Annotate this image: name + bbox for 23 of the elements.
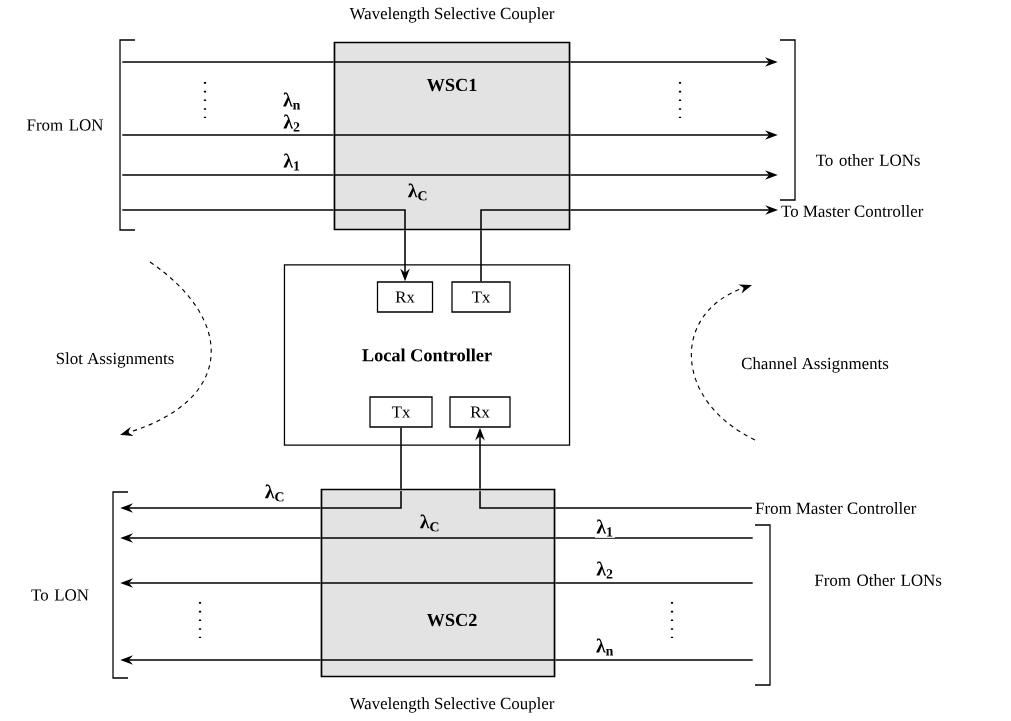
wavelength-label: λ$_{C}$ <box>406 182 430 202</box>
edge-label: λ$_{1}$ <box>594 518 616 538</box>
node-label: Wavelength Selective Coupler <box>349 7 555 23</box>
transceiver-box: Rx <box>376 281 434 313</box>
transceiver-box: Tx <box>451 281 511 313</box>
port-label: To LON <box>31 491 129 679</box>
edge-label: λ$_{1}$ <box>281 152 303 172</box>
port-label: From Other LONs <box>754 524 942 686</box>
edge-label: λ$_{n}$ <box>281 91 303 111</box>
port-label: To other LONs <box>779 39 920 201</box>
assignment-label: Channel Assignments <box>741 357 889 373</box>
port-label: From LON <box>27 39 136 231</box>
edge-label: λ$_{2}$ <box>281 113 303 133</box>
port-label: From Master Controller <box>755 502 917 514</box>
transceiver-box: Rx <box>449 396 511 428</box>
edge-label: λ$_{2}$ <box>594 560 616 580</box>
node-label: Wavelength Selective Coupler <box>349 697 555 713</box>
assignment-label: Slot Assignments <box>56 352 174 368</box>
edge-label: λ$_{n}$ <box>594 637 616 657</box>
wavelength-label: λ$_{C}$ <box>418 513 442 533</box>
edge-label: λ$_{C}$ <box>263 483 287 503</box>
port-label: To Master Controller <box>781 205 924 217</box>
transceiver-box: Tx <box>369 396 433 428</box>
